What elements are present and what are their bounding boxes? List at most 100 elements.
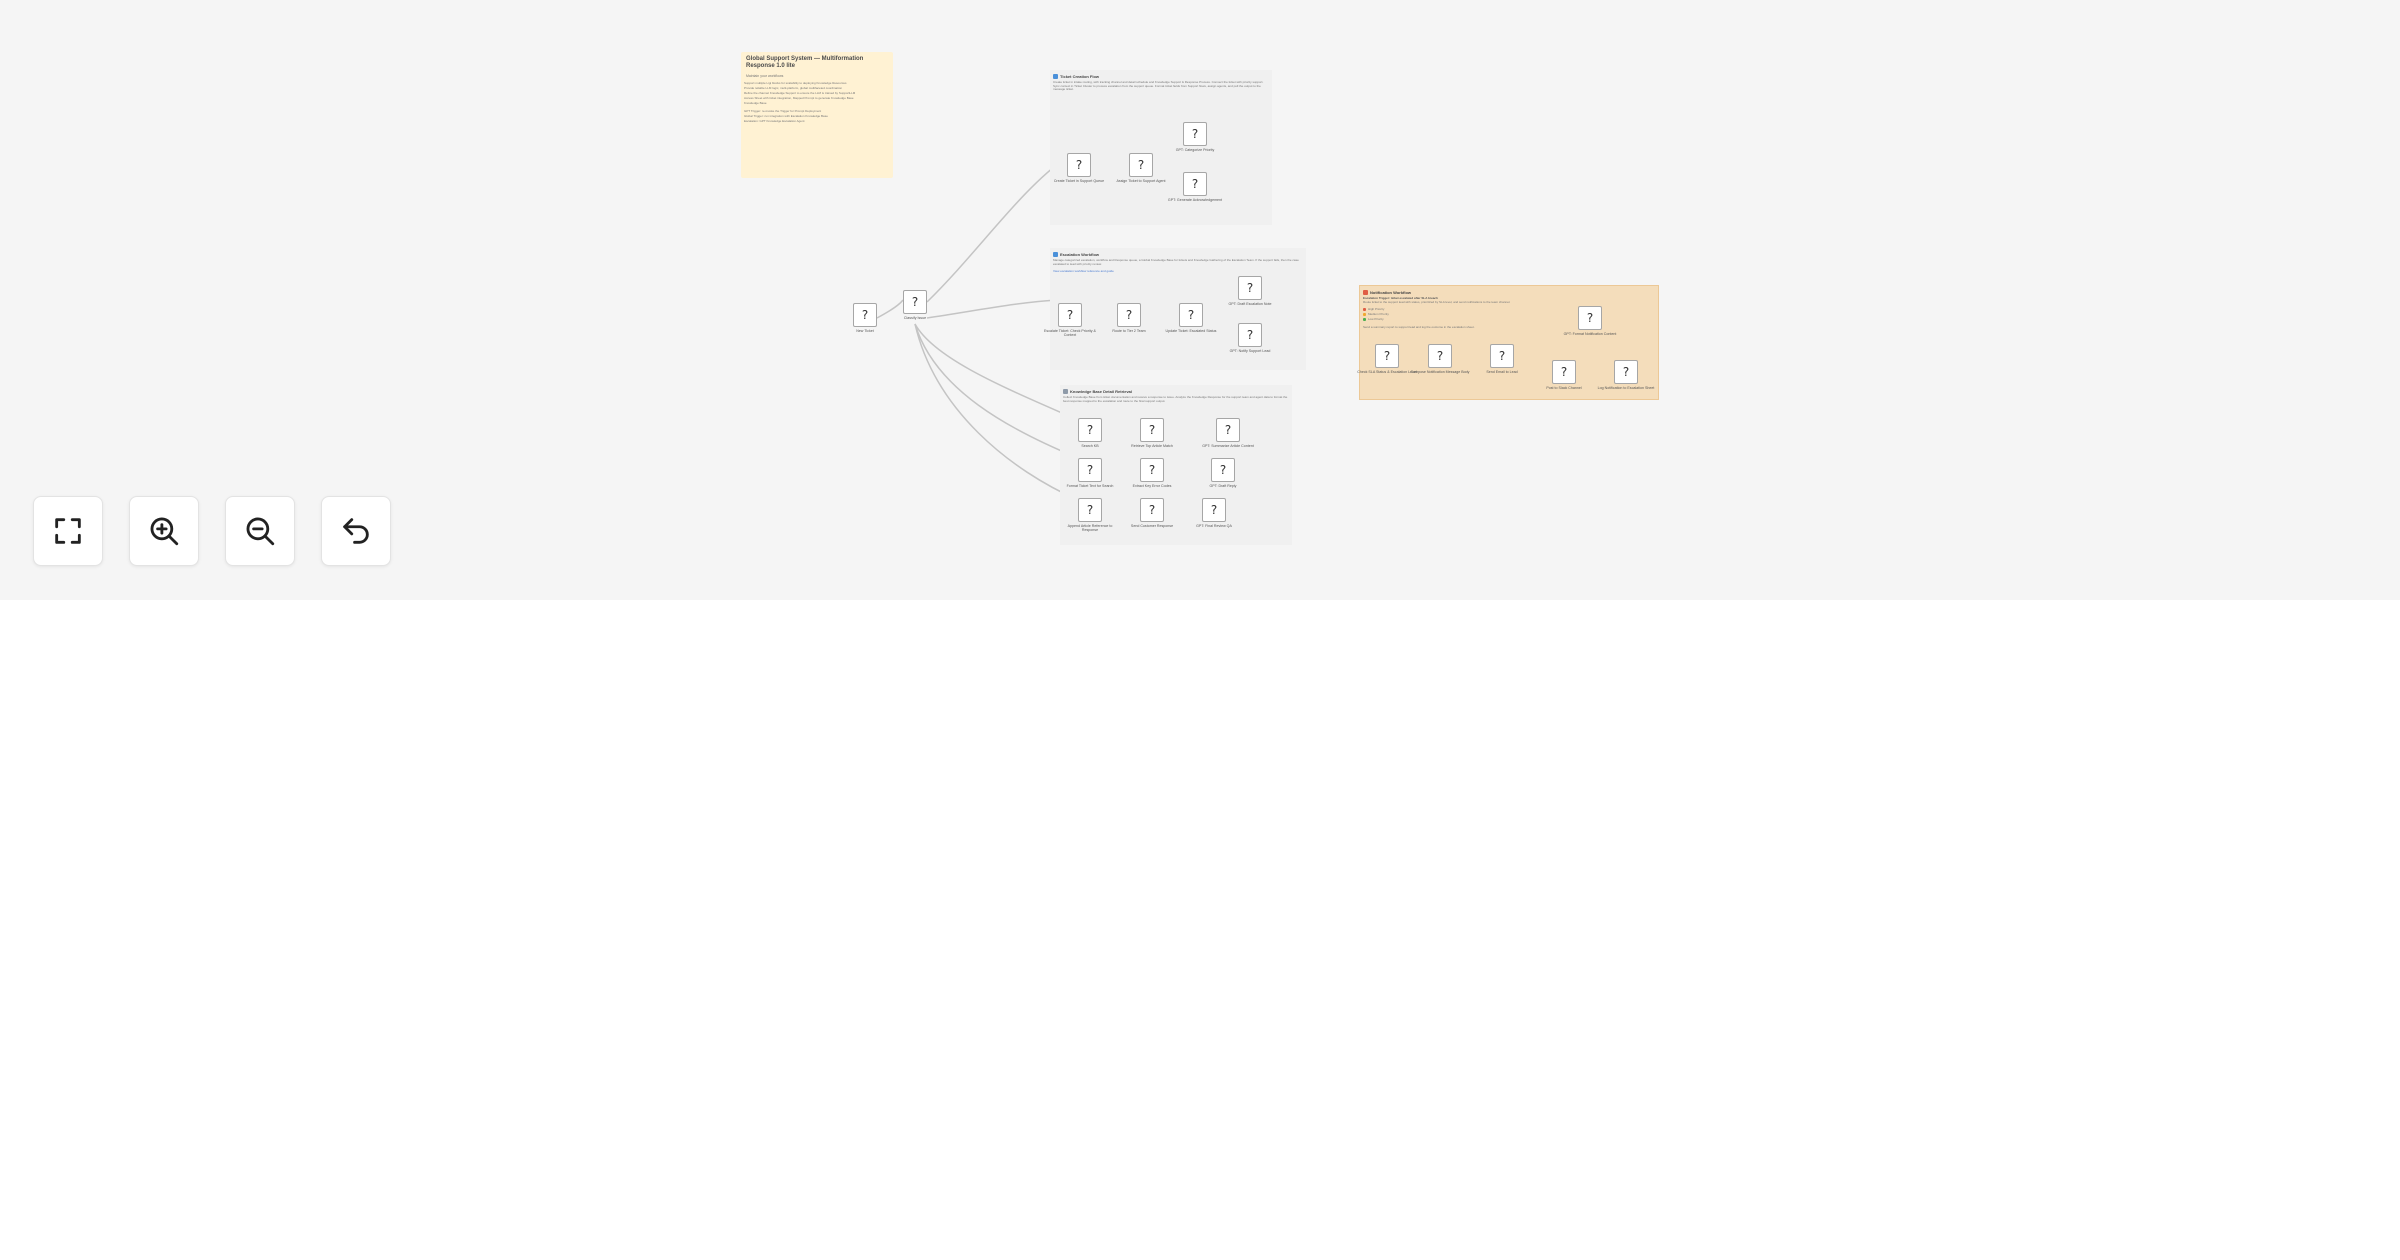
workflow-node[interactable]: ? xyxy=(1183,172,1207,196)
node-label: GPT: Notify Support Lead xyxy=(1229,349,1271,353)
zoom-out-button[interactable] xyxy=(225,496,295,566)
group-heading: Escalation Workflow xyxy=(1060,252,1100,257)
sticky-note[interactable]: Global Support System — Multiformation R… xyxy=(741,52,893,178)
workflow-node[interactable]: ? xyxy=(1058,303,1082,327)
group-icon xyxy=(1053,252,1058,257)
group-heading: Knowledge Base Detail Retrieval xyxy=(1070,389,1133,394)
workflow-node[interactable]: ? xyxy=(1211,458,1235,482)
node-label: Extract Key Error Codes xyxy=(1132,484,1172,488)
group-ticket-creation[interactable]: Ticket Creation Flow Create ticket in in… xyxy=(1050,70,1272,225)
node-label: Send Email to Lead xyxy=(1486,370,1518,374)
group-notification[interactable]: Notification Workflow Escalation Trigger… xyxy=(1359,285,1659,400)
node-label: Update Ticket: Escalated Status xyxy=(1165,329,1217,333)
node-label: Send Customer Response xyxy=(1130,524,1174,528)
group-link[interactable]: View escalation workflow reference and g… xyxy=(1053,269,1114,273)
workflow-node[interactable]: ? xyxy=(1129,153,1153,177)
legend-item: Medium Priority xyxy=(1363,312,1655,317)
connection-line xyxy=(914,323,1079,501)
group-description: Manage categorized escalation, workflow … xyxy=(1053,258,1299,266)
connection-line xyxy=(926,299,1059,319)
node-label: Check SLA Status & Escalation Level xyxy=(1357,370,1417,374)
workflow-node[interactable]: ? xyxy=(1614,360,1638,384)
workflow-node[interactable]: ? xyxy=(1216,418,1240,442)
workflow-node[interactable]: ? xyxy=(1428,344,1452,368)
note-bullet: Escalation: GPT Knowledge Escalation Age… xyxy=(744,119,805,123)
node-label: GPT: Summarize Article Content xyxy=(1202,444,1254,448)
fit-view-button[interactable] xyxy=(33,496,103,566)
workflow-node[interactable]: ? xyxy=(1117,303,1141,327)
node-label: GPT: Draft Reply xyxy=(1209,484,1237,488)
workflow-node[interactable]: ? xyxy=(903,290,927,314)
node-label: Retrieve Top Article Match xyxy=(1131,444,1173,448)
node-label: Classify Issue xyxy=(903,316,927,320)
connection-line xyxy=(926,156,1068,303)
workflow-node[interactable]: ? xyxy=(1202,498,1226,522)
note-subtitle: Maintain your workflows xyxy=(746,74,784,78)
workflow-node[interactable]: ? xyxy=(1078,458,1102,482)
legend-swatch xyxy=(1363,308,1366,311)
connection-line xyxy=(914,323,1079,459)
node-label: Route to Tier 2 Team xyxy=(1112,329,1146,333)
workflow-node[interactable]: ? xyxy=(1183,122,1207,146)
zoom-in-button[interactable] xyxy=(129,496,199,566)
node-label: Format Ticket Text for Search xyxy=(1066,484,1114,488)
node-label: Append Article Reference to Response xyxy=(1067,524,1113,532)
node-label: GPT: Format Notification Content xyxy=(1563,332,1617,336)
reset-button[interactable] xyxy=(321,496,391,566)
node-label: GPT: Categorize Priority xyxy=(1175,148,1215,152)
workflow-node[interactable]: ? xyxy=(1552,360,1576,384)
group-heading: Ticket Creation Flow xyxy=(1060,74,1100,79)
group-description: Collect Knowledge Base from ticket docum… xyxy=(1063,395,1288,403)
group-heading: Notification Workflow xyxy=(1370,290,1412,295)
group-description: Route ticket to the support lead with st… xyxy=(1363,300,1511,304)
note-line: Access Sheet with ticket integration, Ma… xyxy=(744,96,854,100)
workflow-node[interactable]: ? xyxy=(1140,498,1164,522)
note-line: Support multiple Ligi blocks for scalabi… xyxy=(744,81,847,85)
workflow-node[interactable]: ? xyxy=(1067,153,1091,177)
reset-undo-icon xyxy=(343,518,369,544)
workflow-node[interactable]: ? xyxy=(1078,498,1102,522)
group-subheading: Escalation Trigger: ticket escalated aft… xyxy=(1363,296,1438,300)
workflow-node[interactable]: ? xyxy=(1179,303,1203,327)
workflow-node[interactable]: ? xyxy=(1490,344,1514,368)
group-icon xyxy=(1363,290,1368,295)
group-escalation[interactable]: Escalation Workflow Manage categorized e… xyxy=(1050,248,1306,370)
workflow-node[interactable]: ? xyxy=(1140,458,1164,482)
node-label: Escalate Ticket: Check Priority & Contex… xyxy=(1044,329,1096,337)
node-label: Post to Slack Channel xyxy=(1546,386,1582,390)
node-label: Log Notification to Escalation Sheet xyxy=(1597,386,1655,390)
note-line: Knowledge Base xyxy=(744,101,767,105)
node-label: Create Ticket in Support Queue xyxy=(1053,179,1105,183)
legend-swatch xyxy=(1363,313,1366,316)
workflow-canvas[interactable]: Global Support System — Multiformation R… xyxy=(0,0,2400,600)
node-label: New Ticket xyxy=(856,329,874,333)
zoom-out-icon xyxy=(246,517,275,546)
note-bullet: Global Trigger: run integration with Esc… xyxy=(744,114,828,118)
node-label: Assign Ticket to Support Agent xyxy=(1116,179,1166,183)
legend-swatch xyxy=(1363,318,1366,321)
note-line: Provide reliable LLM logic, multi-platfo… xyxy=(744,86,843,90)
group-icon xyxy=(1053,74,1058,79)
workflow-node[interactable]: ? xyxy=(853,303,877,327)
note-line: Refine the channel Knowledge Support to … xyxy=(744,91,856,95)
node-label: GPT: Draft Escalation Note xyxy=(1228,302,1272,306)
workflow-node[interactable]: ? xyxy=(1375,344,1399,368)
workflow-node[interactable]: ? xyxy=(1140,418,1164,442)
group-footer: Send a summary report to support lead an… xyxy=(1363,325,1475,329)
legend-label: High Priority xyxy=(1368,307,1385,311)
note-bullet: GPT Trigger: re-invoke the Trigger for P… xyxy=(744,109,822,113)
node-label: GPT: Final Review QA xyxy=(1196,524,1232,528)
workflow-node[interactable]: ? xyxy=(1578,306,1602,330)
legend-item: High Priority xyxy=(1363,307,1655,312)
connection-line xyxy=(876,299,904,319)
note-title: Global Support System — Multiformation R… xyxy=(746,56,864,69)
group-icon xyxy=(1063,389,1068,394)
node-label: Search KB xyxy=(1081,444,1099,448)
workflow-node[interactable]: ? xyxy=(1238,323,1262,347)
group-description: Create ticket in intake routing, with tr… xyxy=(1053,80,1264,92)
workflow-node[interactable]: ? xyxy=(1078,418,1102,442)
workflow-node[interactable]: ? xyxy=(1238,276,1262,300)
connection-line xyxy=(914,323,1079,421)
fit-view-icon xyxy=(55,518,81,544)
legend-item: Low Priority xyxy=(1363,317,1655,322)
